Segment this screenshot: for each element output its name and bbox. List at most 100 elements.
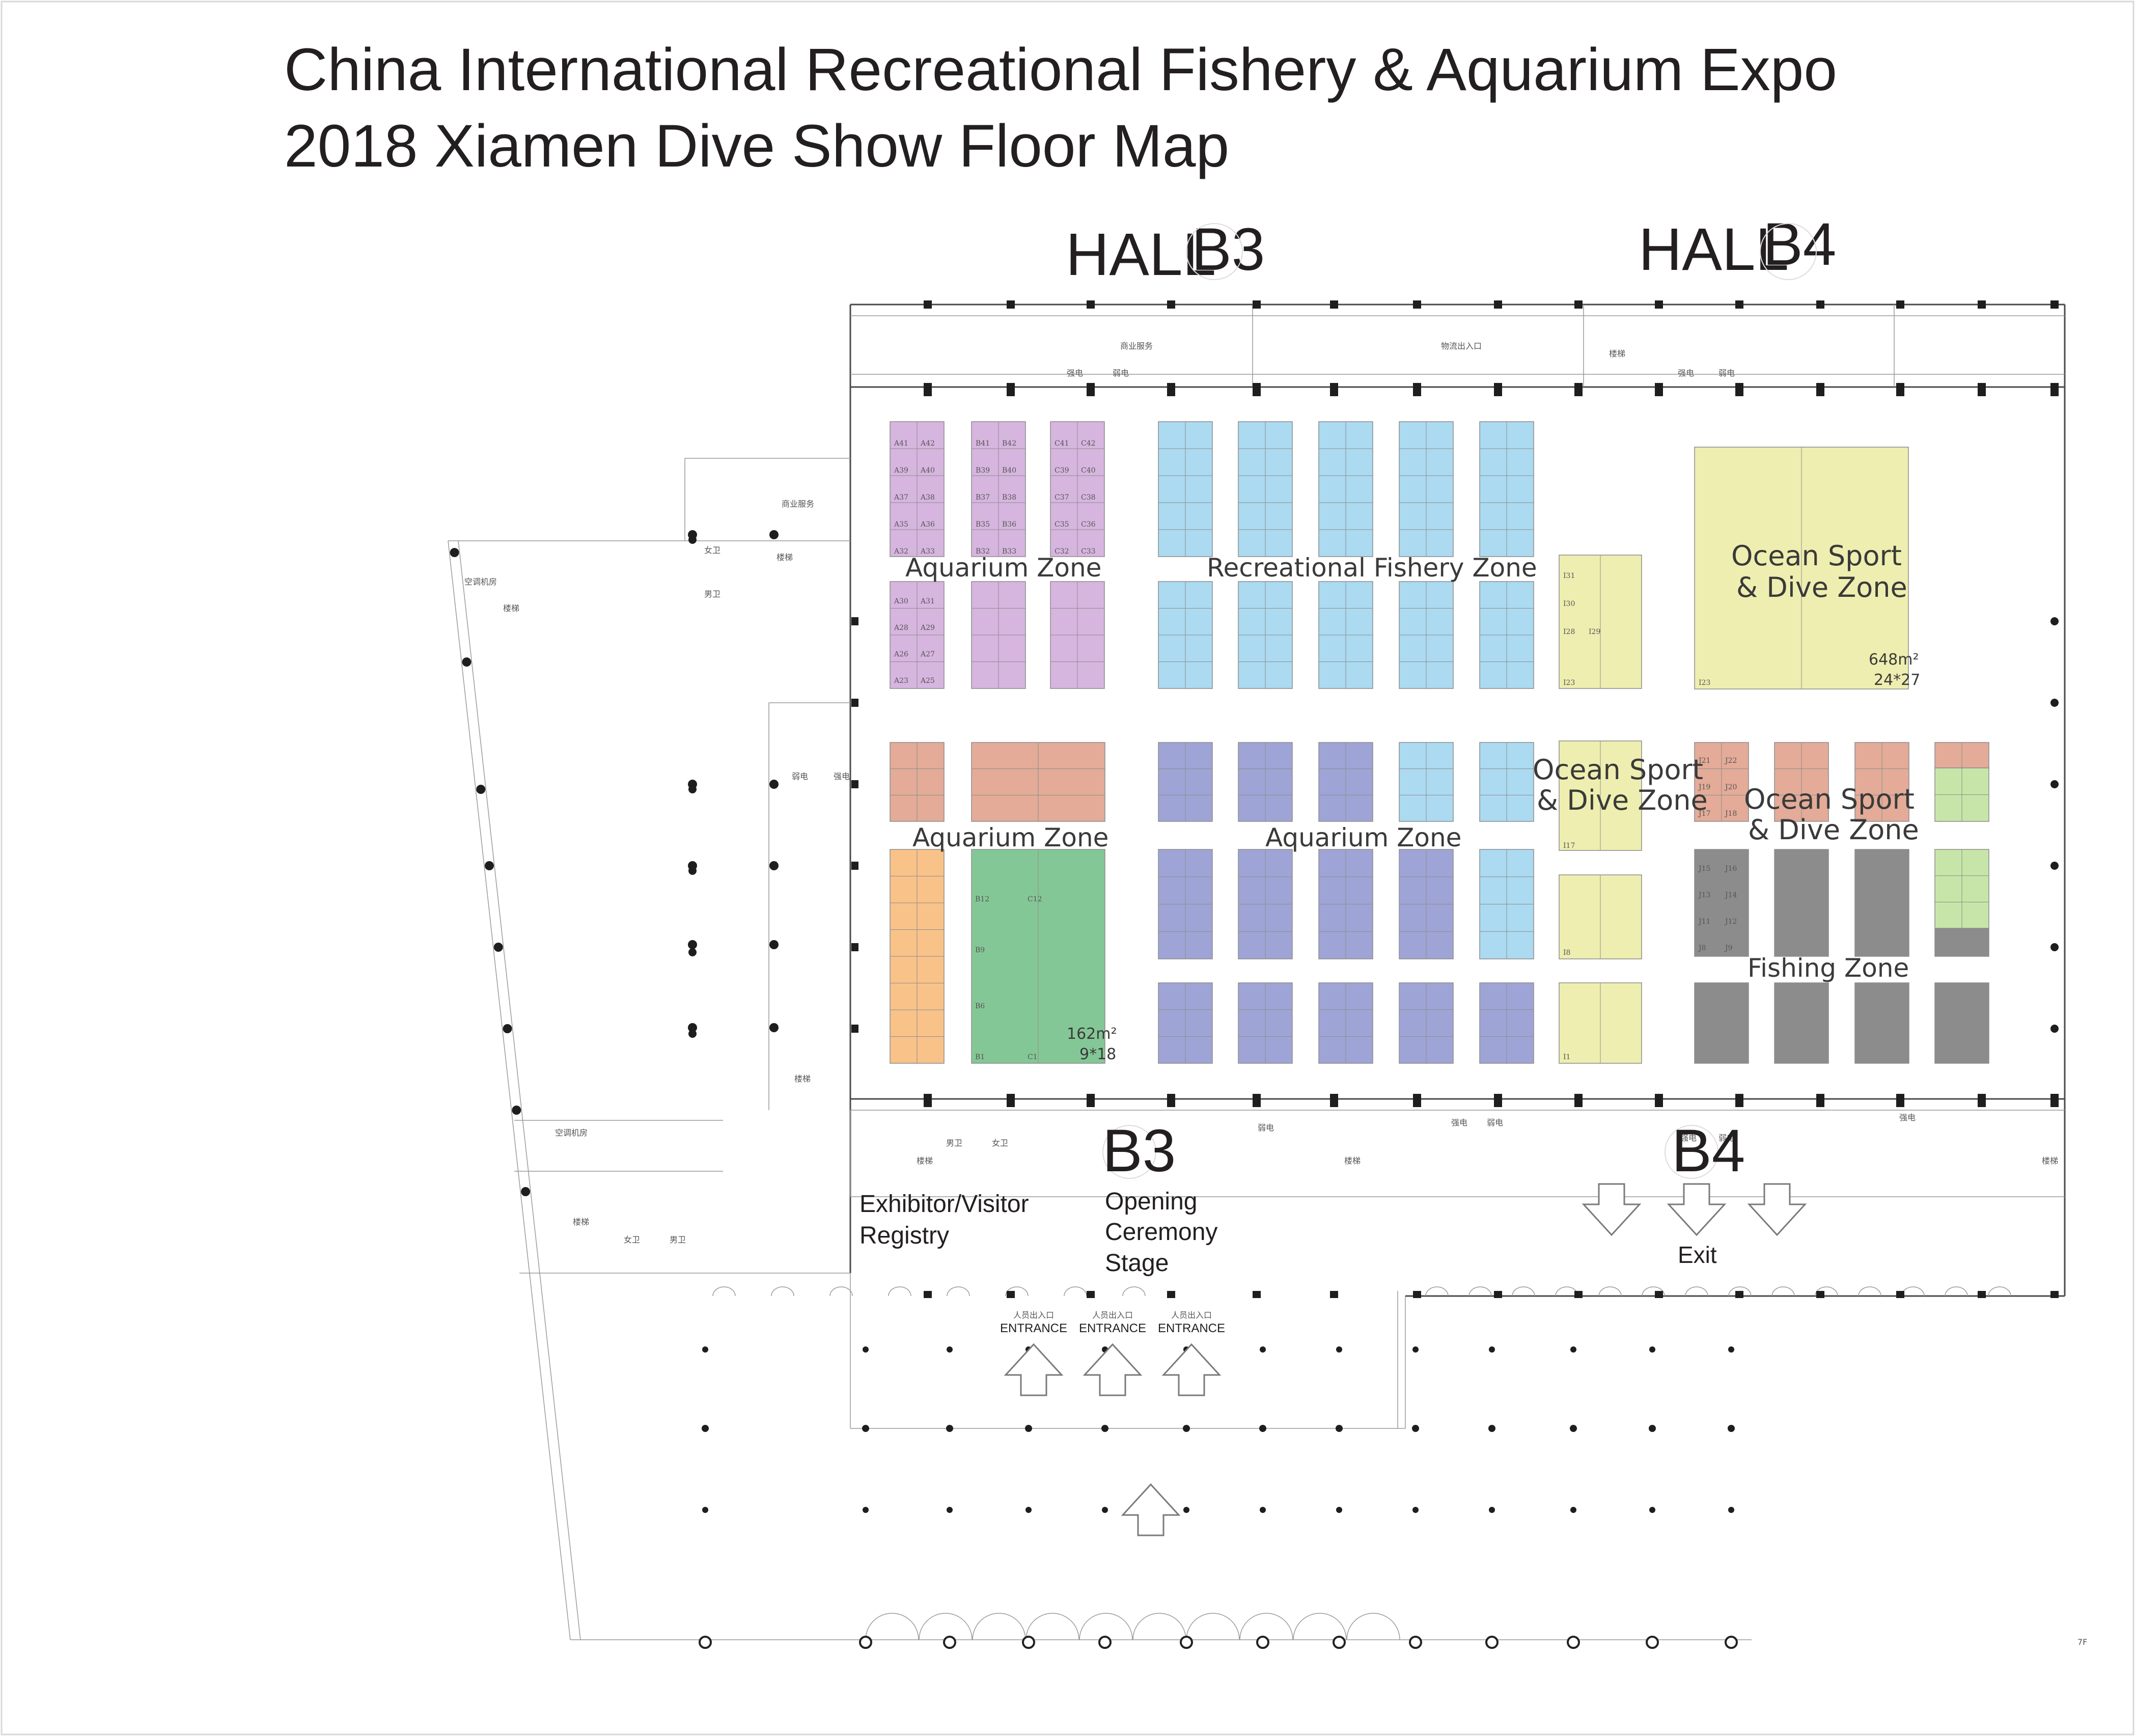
structural-column xyxy=(1978,1291,1986,1298)
door-arch xyxy=(1858,1286,1881,1297)
note-weak-power-2: 弱电 xyxy=(1718,368,1735,378)
booth-code-green: B1 xyxy=(975,1053,985,1061)
structural-column xyxy=(1167,383,1175,396)
structural-column xyxy=(1167,300,1175,309)
booth-block-gray-upper-0 xyxy=(1694,849,1749,957)
booth-code-b: B41 xyxy=(976,439,990,448)
booth-block-mid-blue-0 xyxy=(1399,742,1454,822)
booth-block-right-salmon-3 xyxy=(1934,742,1989,768)
exit-arrow-3 xyxy=(1747,1183,1807,1236)
door-arch xyxy=(1685,1286,1708,1297)
structural-column xyxy=(1494,1094,1502,1107)
structural-column xyxy=(1333,1636,1346,1649)
booth-block-low-blue xyxy=(1479,849,1534,959)
booth-code-green: B12 xyxy=(975,895,989,903)
structural-columns xyxy=(450,300,2059,1649)
booth-code-a-low: A29 xyxy=(920,624,935,632)
door-arch xyxy=(829,1286,853,1297)
booth-code-c: C40 xyxy=(1081,466,1096,475)
booth-block-green xyxy=(971,849,1105,1064)
booth-block-top-upper-0 xyxy=(890,421,945,557)
entrance-arch xyxy=(972,1613,1026,1640)
b3-marker: B3 xyxy=(1102,1117,1176,1184)
structural-column xyxy=(1007,1094,1015,1107)
structural-column xyxy=(1574,300,1583,309)
entrance-arrow xyxy=(1161,1343,1222,1396)
structural-column xyxy=(503,1024,512,1033)
booth-code-i: I23 xyxy=(1563,679,1575,687)
booth-block-mid-indigo-0 xyxy=(1158,742,1213,822)
booth-code-j: J17 xyxy=(1698,810,1710,818)
door-arch xyxy=(1945,1286,1968,1297)
booth-block-gray-lower-2 xyxy=(1854,982,1909,1064)
structural-column xyxy=(688,867,697,875)
structural-column xyxy=(1180,1636,1193,1649)
note-strong-power-4: 强电 xyxy=(1451,1118,1467,1127)
floor-level: 7F xyxy=(2077,1637,2087,1647)
structural-column xyxy=(699,1636,712,1649)
zone-label-ocean-dive-large-2: & Dive Zone xyxy=(1736,571,1907,603)
booth-code-a-low: A27 xyxy=(920,650,935,658)
structural-column xyxy=(1412,1425,1419,1432)
booth-code-j: J18 xyxy=(1724,810,1737,818)
booth-block-top-lower-3 xyxy=(1158,581,1213,689)
zone-label-ocean-dive-large-1: Ocean Sport xyxy=(1731,540,1902,572)
structural-column xyxy=(462,657,472,667)
booth-code-green: C1 xyxy=(1028,1053,1038,1061)
booth-block-gray-lower-1 xyxy=(1774,982,1829,1064)
structural-column xyxy=(1735,300,1743,309)
entrance-arch xyxy=(1132,1613,1186,1640)
door-arch xyxy=(1771,1286,1795,1297)
booth-code-gray: J16 xyxy=(1724,865,1737,873)
structural-column xyxy=(1816,1094,1824,1107)
structural-column xyxy=(1101,1425,1108,1432)
booth-code-i: I28 xyxy=(1563,628,1575,636)
door-arch xyxy=(1122,1286,1146,1297)
structural-column xyxy=(1087,300,1095,309)
booth-code-i: I8 xyxy=(1563,949,1570,957)
structural-column xyxy=(1655,300,1663,309)
structural-column xyxy=(851,617,858,625)
booth-code-a: A37 xyxy=(894,493,908,502)
booth-code-i: I29 xyxy=(1589,628,1600,636)
structural-column xyxy=(863,1507,869,1513)
structural-column xyxy=(1728,1425,1735,1432)
booth-code-a: A40 xyxy=(920,466,935,475)
zone-label-ocean-dive-small-1: Ocean Sport xyxy=(1533,754,1703,786)
note-strong-power-6: 强电 xyxy=(1899,1113,1916,1122)
structural-column xyxy=(1007,1291,1015,1298)
booth-code-j: J21 xyxy=(1698,757,1710,765)
booth-code-a: A33 xyxy=(920,547,935,556)
structural-column xyxy=(946,1425,953,1432)
structural-column xyxy=(1725,1636,1738,1649)
booth-block-right-salmon-0 xyxy=(1694,742,1749,822)
structural-column xyxy=(1102,1507,1108,1513)
structural-column xyxy=(2050,300,2059,309)
note-stairs-west-4: 楼梯 xyxy=(573,1217,589,1227)
structural-column xyxy=(1735,383,1743,396)
structural-column xyxy=(1336,1425,1343,1432)
note-ac-room-2: 空调机房 xyxy=(555,1128,588,1138)
structural-column xyxy=(2050,1291,2059,1298)
registry-label-2: Registry xyxy=(859,1222,949,1249)
booth-code-a: A41 xyxy=(894,439,908,448)
structural-column xyxy=(1494,1291,1502,1298)
booth-code-gray: J8 xyxy=(1698,944,1706,952)
booth-block-top-lower-2 xyxy=(1050,581,1105,689)
door-arch xyxy=(1642,1286,1665,1297)
structural-column xyxy=(1413,1094,1421,1107)
structural-column xyxy=(1978,300,1986,309)
structural-column xyxy=(1655,1094,1663,1107)
booth-code-b: B33 xyxy=(1002,547,1016,556)
zone-label-recreational-fishery: Recreational Fishery Zone xyxy=(1207,553,1537,583)
structural-column xyxy=(1183,1425,1190,1432)
booth-block-mid-indigo-2 xyxy=(1318,742,1373,822)
entrance-arch xyxy=(919,1613,973,1640)
booth-code-c: C35 xyxy=(1055,520,1069,529)
structural-column xyxy=(688,940,697,949)
booth-code-a: A32 xyxy=(894,547,908,556)
booth-block-yellow-top xyxy=(1559,555,1642,689)
